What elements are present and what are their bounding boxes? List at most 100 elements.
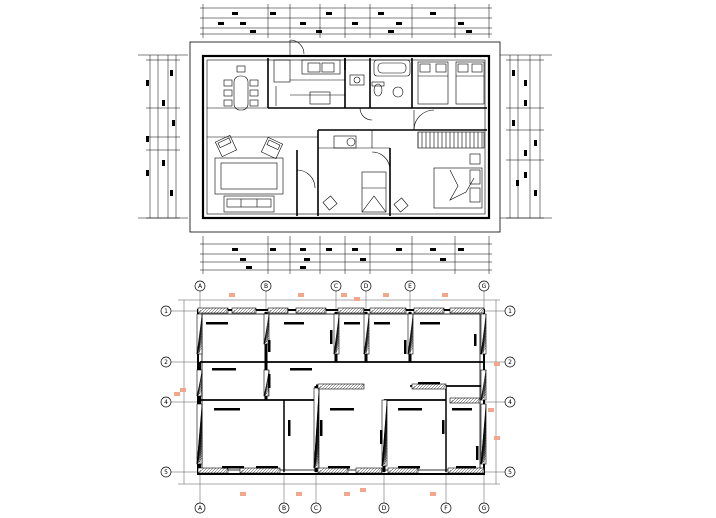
hatch-stroke	[380, 467, 383, 474]
hatch-stroke	[427, 383, 434, 390]
hatch-stroke	[377, 467, 383, 474]
opening-mark	[474, 334, 477, 346]
grid-bubble	[478, 502, 490, 514]
wall-hatch-pattern	[196, 307, 487, 474]
hatch-stroke	[376, 307, 383, 314]
hatch-stroke	[225, 307, 229, 314]
hatch-stroke	[238, 307, 245, 314]
hatch-block	[317, 383, 365, 390]
grid-bubble	[504, 305, 516, 317]
hatch-stroke	[317, 387, 320, 469]
dimension-text-mark	[458, 22, 464, 25]
hatch-stroke	[480, 347, 487, 355]
hatch-stroke	[333, 314, 340, 355]
opening-mark	[214, 408, 240, 411]
hatch-stroke	[324, 467, 331, 474]
grid-bubble	[440, 502, 452, 514]
hatch-stroke	[277, 307, 284, 314]
hatch-stroke	[339, 467, 346, 474]
hatch-stroke	[469, 467, 476, 474]
dimension-text-mark	[170, 70, 173, 76]
hatch-stroke	[333, 467, 340, 474]
hatch-stroke	[249, 467, 256, 474]
dimension-text-mark	[250, 30, 256, 33]
hatch-stroke	[283, 307, 289, 314]
hatch-stroke	[197, 469, 202, 474]
hatch-stroke	[324, 383, 331, 390]
hatch-stroke	[453, 397, 460, 404]
opening-mark	[452, 408, 472, 411]
hatch-stroke	[447, 469, 452, 474]
hatch-stroke	[415, 467, 419, 474]
hatch-stroke	[274, 307, 281, 314]
interior-detail-lines	[207, 79, 390, 149]
dimension-text-mark	[440, 258, 446, 261]
opening-mark	[288, 420, 291, 436]
hatch-stroke	[201, 307, 208, 314]
hatch-stroke	[454, 467, 461, 474]
opening-marks	[206, 322, 479, 469]
hatch-stroke	[450, 397, 457, 404]
hatch-stroke	[239, 469, 244, 474]
opening-mark	[398, 466, 420, 469]
grid-bubble-label: A	[198, 505, 203, 512]
annotation-tag	[488, 408, 494, 412]
hatch-stroke	[338, 307, 345, 314]
hatch-stroke	[271, 307, 278, 314]
toilet-icon	[349, 74, 404, 98]
opening-mark	[344, 322, 360, 325]
door-swing-icon	[289, 39, 435, 189]
opening-mark	[284, 322, 304, 325]
grid-bubble	[378, 502, 390, 514]
grid-bubble-label: G	[482, 283, 487, 290]
hatch-block	[355, 467, 383, 474]
annotation-tag	[229, 293, 235, 297]
hatch-stroke	[480, 314, 487, 355]
hatch-stroke	[198, 313, 203, 355]
dimension-text-mark	[516, 180, 519, 186]
hatch-stroke	[350, 307, 357, 314]
hatch-stroke	[388, 467, 395, 474]
hatch-stroke	[314, 387, 320, 469]
dimension-text-mark	[170, 190, 173, 196]
hatch-stroke	[321, 383, 328, 390]
dimension-text-mark	[300, 248, 306, 251]
dimension-text-mark	[524, 80, 527, 86]
hatch-stroke	[388, 307, 395, 314]
hatch-stroke	[417, 307, 424, 314]
hatch-stroke	[436, 383, 443, 390]
opening-mark	[290, 368, 312, 371]
hatch-stroke	[216, 467, 223, 474]
bed-icon	[417, 61, 485, 105]
hatch-stroke	[196, 347, 203, 355]
hatch-stroke	[204, 307, 211, 314]
structural-walls	[197, 309, 485, 475]
hatch-stroke	[270, 467, 277, 474]
annotation-tag	[430, 492, 436, 496]
hatch-stroke	[362, 307, 365, 314]
annotation-tag	[298, 293, 304, 297]
hatch-stroke	[268, 307, 275, 314]
bed-icon	[433, 153, 483, 209]
hatch-stroke	[354, 383, 361, 390]
hatch-stroke	[387, 469, 392, 474]
hatch-stroke	[263, 337, 270, 345]
grid-bubble-label: B	[282, 505, 286, 512]
hatch-stroke	[330, 383, 337, 390]
dimension-text-mark	[430, 12, 436, 15]
grid-bubble-label: D	[382, 505, 387, 512]
hatch-stroke	[368, 467, 375, 474]
opening-mark	[404, 340, 407, 354]
hatch-stroke	[456, 397, 463, 404]
hatch-stroke	[453, 307, 460, 314]
hatch-stroke	[359, 307, 365, 314]
hatch-stroke	[344, 307, 351, 314]
hatch-stroke	[480, 457, 487, 465]
hatch-stroke	[333, 383, 340, 390]
dimension-text-mark	[512, 70, 515, 76]
grid-bubble	[160, 356, 172, 368]
hatch-stroke	[449, 399, 454, 404]
hatch-stroke	[261, 467, 268, 474]
hatch-stroke	[225, 467, 229, 474]
hatch-stroke	[204, 467, 211, 474]
